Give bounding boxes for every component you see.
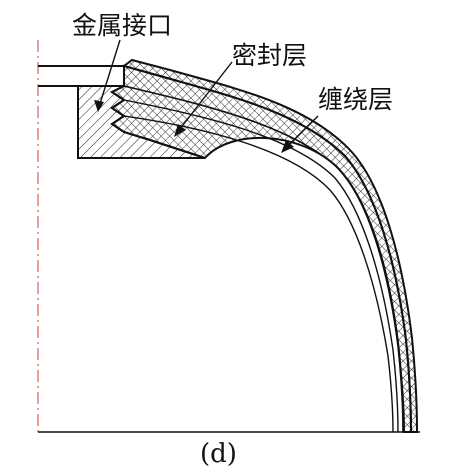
winding-layer-label: 缠绕层 <box>318 85 393 114</box>
metal-interface-leader-line <box>97 39 121 111</box>
figure-caption: (d) <box>200 439 237 469</box>
sealing-layer-label: 密封层 <box>232 41 307 70</box>
winding-layer-outer-boundary <box>121 58 419 433</box>
laminate-ply-line-1 <box>123 85 404 433</box>
sealing-layer-arrowhead <box>174 124 186 137</box>
winding-layer-arrowhead <box>281 140 294 153</box>
laminate-ply-line-2 <box>123 99 399 433</box>
metal-interface-arrowhead <box>94 100 104 112</box>
sealing-layer-leader-line <box>175 61 233 135</box>
laminate-ply-line-3 <box>123 115 394 433</box>
metal-interface-label: 金属接口 <box>72 11 172 40</box>
